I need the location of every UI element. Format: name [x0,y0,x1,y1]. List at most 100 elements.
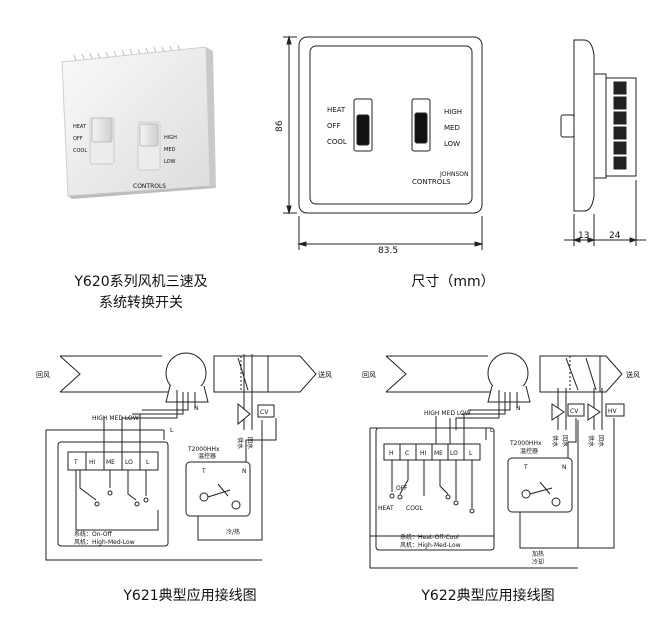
product-caption: Y620系列风机三速及 系统转换开关 [56,272,226,314]
photo-label-heat: HEAT [73,124,87,130]
y622-term-c: C [405,450,409,457]
front-label-heat: HEAT [327,106,346,114]
side-plate [573,39,595,212]
side-knob [560,114,575,138]
y621-pipe-return: 回水 [246,437,254,449]
y622-hv-return: 回水 [597,435,605,447]
y622-hv: HV [608,408,618,415]
y622-switch-box [375,427,495,551]
front-label-low: LOW [444,140,460,148]
y621-cold-heat: 冷/热 [226,528,240,536]
dimension-labels: HEAT OFF COOL HIGH MED LOW JOHNSON CONTR… [275,106,621,256]
y622-note-system: 系统：Heat-Off-Cool [400,533,459,541]
dim-side-a-label: 13 [578,231,589,241]
y622-hv-box [605,403,625,417]
photo-label-high: HIGH [164,135,177,141]
front-left-knob [356,114,370,146]
y622-caption: Y622典型应用接线图 [421,588,555,604]
y621-cv-box [257,404,275,418]
y621-pipe-supply: 供水 [236,437,244,449]
y621-supply-air: 送风 [318,370,332,379]
y621-term-hi: HI [89,459,96,466]
y622-term-lo: LO [450,450,458,457]
y621-return-air: 回风 [36,371,50,379]
y621-fan-wires: HIGH MED LOW [92,415,139,422]
y621-thermostat-title: T2000HHx [187,446,220,453]
y622-fan-wires: HIGH MED LOW [424,410,471,417]
y621-neutral: N [194,405,199,412]
y621-line: L [170,427,174,434]
wiring-y621-labels: 回风 送风 HIGH MED LOW N L T HI ME LO L T200… [36,370,332,546]
y622-pipe-return: 回水 [561,435,569,447]
y621-return-arrow [59,355,81,393]
y622-thermostat-n: N [562,464,567,471]
y621-note-fan: 风机：High-Med-Low [74,538,135,546]
front-right-slot [411,98,431,152]
y622-cooling: 冷却 [532,558,544,566]
y622-switch-cool: COOL [406,505,424,512]
front-right-knob [414,112,428,144]
front-left-slot [353,98,373,152]
y622-switch-off: OFF [396,485,408,492]
product-photo: HEAT OFF COOL HIGH MED LOW CONTROLS [61,44,216,199]
dim-width-label: 83.5 [378,246,398,256]
y621-note-system: 系统：On-Off [74,530,113,538]
dim-side-b-label: 24 [609,231,621,241]
dimension-drawing [283,35,646,250]
front-brand-top: JOHNSON [439,171,469,178]
y622-return-air: 回风 [362,371,376,379]
y622-supply-air: 送风 [626,370,640,379]
y622-thermostat-title: T2000HHx [509,440,542,447]
y621-term-t: T [73,459,78,466]
front-label-med: MED [444,124,460,132]
front-brand: CONTROLS [412,178,451,186]
photo-left-knob [91,117,113,143]
side-body [593,73,607,179]
front-label-high: HIGH [444,108,462,116]
photo-label-med: MED [164,147,175,153]
y622-heating: 加热 [532,550,544,558]
terminal-screws [613,81,627,170]
y621-thermostat-t: T [201,468,206,475]
dimensions-caption: 尺寸（mm） [411,274,495,290]
y622-term-l: L [469,450,473,457]
y621-term-l: L [146,459,150,466]
front-inner [309,45,473,205]
vent-slots [73,44,181,61]
y622-cv: CV [570,408,579,415]
wiring-diagram-y622 [369,352,625,569]
y622-term-me: ME [434,450,443,457]
y622-term-h: H [389,450,394,457]
dim-height-label: 86 [275,120,285,132]
y622-line: L [490,427,494,434]
front-outer [298,36,483,214]
y622-return-arrow [385,355,407,393]
y621-switch-box [57,441,169,547]
product-caption-line1: Y620系列风机三速及 [74,274,208,290]
y621-cv: CV [260,409,269,416]
y621-air-duct [60,355,317,393]
y622-pipe-supply: 供水 [551,435,559,447]
photo-label-cool: COOL [73,148,87,154]
y622-air-duct [386,355,623,393]
y622-note-fan: 风机：High-Med-Low [400,541,461,549]
product-caption-line2: 系统转换开关 [99,295,183,311]
wiring-y622-labels: 回风 送风 HIGH MED LOW N L H C HI ME LO L OF… [362,370,640,566]
y621-thermostat-n: N [242,468,247,475]
front-label-off: OFF [327,122,341,130]
front-label-cool: COOL [327,138,347,146]
y622-term-hi: HI [420,450,427,457]
photo-brand: CONTROLS [133,183,166,190]
photo-label-off: OFF [73,136,83,142]
y621-term-me: ME [106,459,115,466]
y622-thermostat-sub: 温控器 [520,447,538,455]
photo-right-knob [139,123,159,147]
y622-thermostat-t: T [523,464,528,471]
y621-term-lo: LO [125,459,133,466]
photo-label-low: LOW [164,159,176,165]
y621-terminal-strip [67,451,159,471]
y622-cv-box [567,403,585,417]
y622-neutral: N [516,405,521,412]
wiring-diagram-y621 [45,352,317,561]
